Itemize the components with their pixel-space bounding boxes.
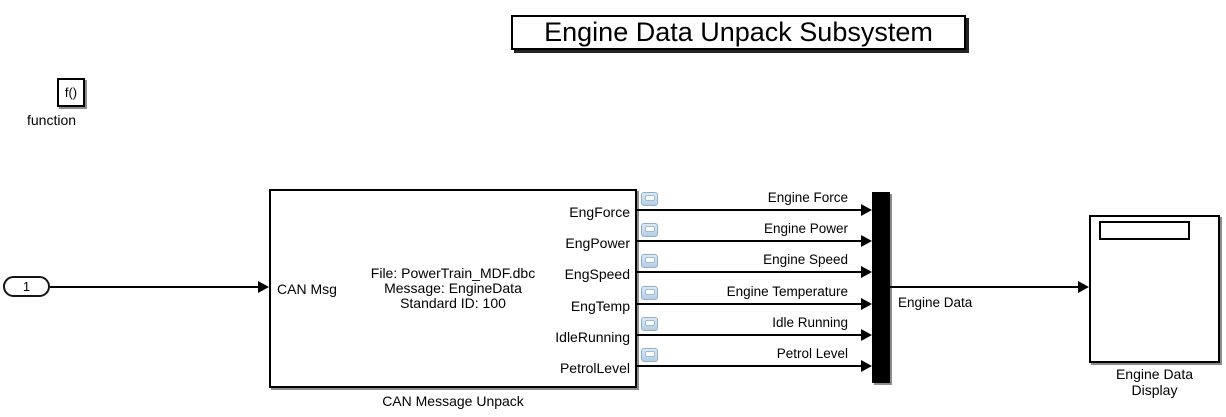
badge-inner-shape bbox=[644, 289, 655, 295]
wire-inport-to-unpack[interactable] bbox=[50, 286, 258, 288]
badge-inner-shape bbox=[644, 257, 655, 263]
signal-label[interactable]: Idle Running bbox=[772, 315, 848, 330]
inport-block[interactable]: 1 bbox=[3, 276, 50, 297]
body-line-message: Message: EngineData bbox=[384, 280, 522, 296]
arrowhead-icon bbox=[861, 235, 872, 247]
signal-viewer-badge-icon[interactable] bbox=[641, 223, 658, 237]
badge-inner-shape bbox=[644, 195, 655, 201]
title-text: Engine Data Unpack Subsystem bbox=[544, 17, 933, 47]
wire-engspeed[interactable] bbox=[637, 271, 861, 273]
output-port-label: EngTemp bbox=[570, 298, 630, 314]
wire-mux-to-display[interactable] bbox=[890, 286, 1078, 288]
signal-viewer-badge-icon[interactable] bbox=[641, 286, 658, 300]
wire-engpower[interactable] bbox=[637, 240, 861, 242]
badge-inner-shape bbox=[644, 226, 655, 232]
output-port-label: IdleRunning bbox=[555, 329, 630, 345]
signal-label[interactable]: Engine Speed bbox=[763, 252, 848, 267]
can-unpack-block-label[interactable]: CAN Message Unpack bbox=[382, 393, 524, 409]
output-port-label: EngForce bbox=[569, 204, 630, 220]
badge-inner-shape bbox=[644, 351, 655, 357]
wire-idlerunning[interactable] bbox=[637, 334, 861, 336]
arrowhead-icon bbox=[1078, 281, 1089, 293]
wire-petrollevel[interactable] bbox=[637, 365, 861, 367]
display-label-line2: Display bbox=[1131, 382, 1178, 398]
display-block-label[interactable]: Engine Data Display bbox=[1079, 366, 1226, 398]
display-block[interactable] bbox=[1089, 215, 1220, 363]
output-port-label: PetrolLevel bbox=[559, 360, 630, 376]
output-port-label: EngPower bbox=[565, 235, 630, 251]
signal-label[interactable]: Petrol Level bbox=[776, 346, 848, 361]
function-glyph: f() bbox=[64, 85, 78, 100]
arrowhead-icon bbox=[258, 281, 269, 293]
wire-engforce[interactable] bbox=[637, 209, 861, 211]
block-body-text: File: PowerTrain_MDF.dbc Message: Engine… bbox=[271, 266, 635, 311]
badge-inner-shape bbox=[644, 320, 655, 326]
engine-data-signal-label[interactable]: Engine Data bbox=[898, 295, 973, 310]
can-unpack-block[interactable]: CAN Msg File: PowerTrain_MDF.dbc Message… bbox=[269, 189, 637, 388]
arrowhead-icon bbox=[861, 298, 872, 310]
display-label-line1: Engine Data bbox=[1115, 366, 1194, 382]
signal-viewer-badge-icon[interactable] bbox=[641, 254, 658, 268]
arrowhead-icon bbox=[861, 360, 872, 372]
body-line-id: Standard ID: 100 bbox=[400, 295, 506, 311]
signal-viewer-badge-icon[interactable] bbox=[641, 317, 658, 331]
title-annotation[interactable]: Engine Data Unpack Subsystem bbox=[511, 15, 966, 50]
input-port-label: CAN Msg bbox=[277, 281, 337, 297]
function-block-label[interactable]: function bbox=[27, 112, 77, 128]
inport-number: 1 bbox=[22, 279, 31, 294]
body-line-file: File: PowerTrain_MDF.dbc bbox=[370, 265, 536, 281]
display-screen bbox=[1099, 221, 1190, 240]
signal-label[interactable]: Engine Force bbox=[767, 190, 848, 205]
arrowhead-icon bbox=[861, 204, 872, 216]
output-port-label: EngSpeed bbox=[564, 266, 630, 282]
wire-engtemp[interactable] bbox=[637, 303, 861, 305]
arrowhead-icon bbox=[861, 329, 872, 341]
arrowhead-icon bbox=[861, 266, 872, 278]
function-block[interactable]: f() bbox=[57, 78, 85, 107]
signal-viewer-badge-icon[interactable] bbox=[641, 192, 658, 206]
signal-label[interactable]: Engine Temperature bbox=[726, 284, 848, 299]
signal-label[interactable]: Engine Power bbox=[763, 221, 848, 236]
mux-block[interactable] bbox=[872, 192, 890, 383]
signal-viewer-badge-icon[interactable] bbox=[641, 348, 658, 362]
